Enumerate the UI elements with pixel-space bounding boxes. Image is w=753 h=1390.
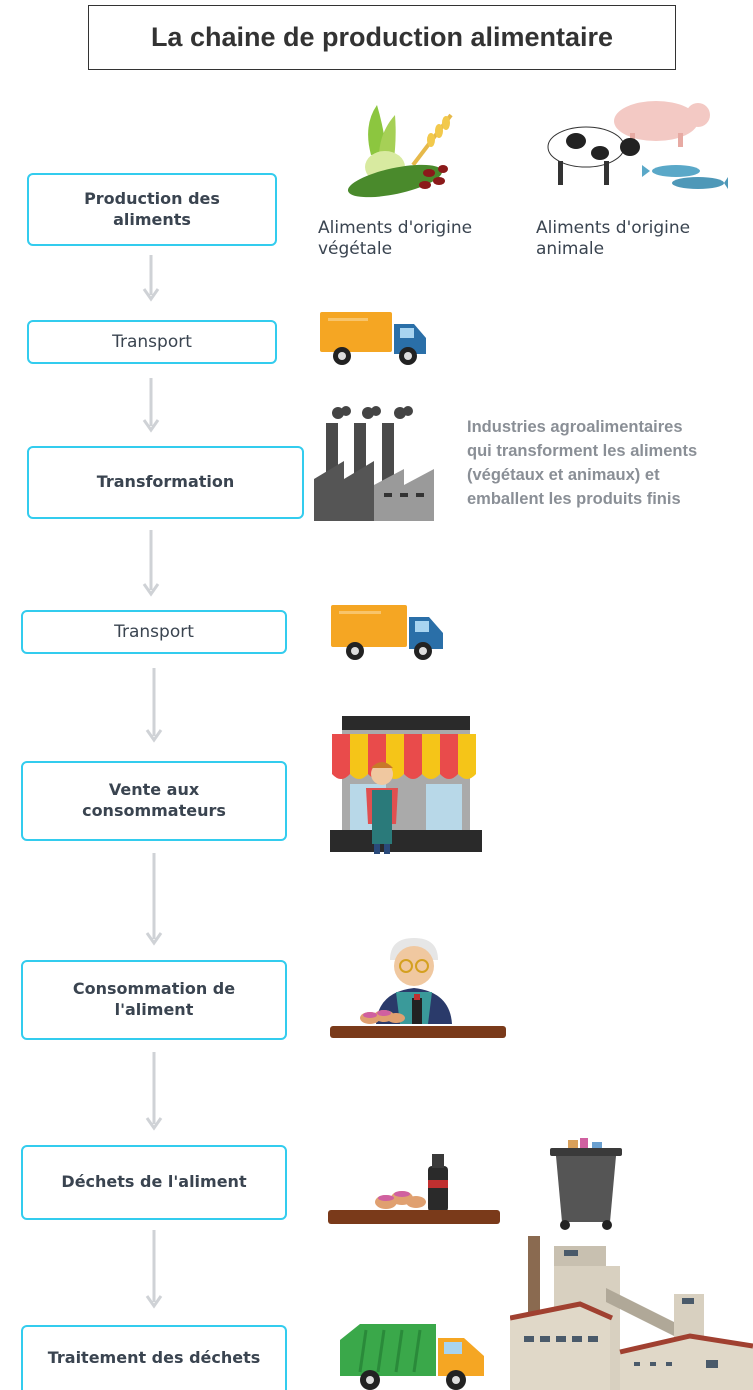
arrow-down-icon: [142, 255, 160, 302]
step-label: Consommation de l'aliment: [72, 979, 236, 1019]
vegetables-icon: [347, 105, 453, 198]
factory-icon: [314, 406, 434, 521]
truck-icon: [331, 605, 443, 660]
info-industries: Industries agroalimentaires qui transfor…: [467, 418, 698, 508]
caption-animal: Aliments d'origine animale: [536, 218, 691, 260]
consumer-icon: [330, 938, 506, 1038]
truck-icon: [320, 312, 426, 365]
step-label: Déchets de l'aliment: [61, 1172, 247, 1192]
trash-bin-icon: [550, 1138, 622, 1230]
step-production: Production des aliments: [27, 173, 277, 246]
page-title: La chaine de production alimentaire: [88, 5, 676, 70]
shop-icon: [330, 716, 482, 854]
arrow-down-icon: [145, 1052, 163, 1131]
step-consommation: Consommation de l'aliment: [21, 960, 287, 1040]
arrow-down-icon: [145, 1230, 163, 1309]
step-dechets: Déchets de l'aliment: [21, 1145, 287, 1220]
step-traitement: Traitement des déchets: [21, 1325, 287, 1390]
step-label: Transformation: [96, 472, 235, 492]
step-label: Transport: [114, 621, 194, 642]
arrow-down-icon: [142, 530, 160, 597]
step-label: Traitement des déchets: [47, 1348, 261, 1368]
animals-icon: [547, 101, 728, 189]
step-label: Transport: [112, 331, 192, 352]
arrow-down-icon: [145, 668, 163, 743]
treatment-plant-icon: [510, 1236, 753, 1390]
arrow-down-icon: [145, 853, 163, 946]
step-vente: Vente aux consommateurs: [21, 761, 287, 841]
step-label: Production des aliments: [84, 188, 220, 229]
arrow-down-icon: [142, 378, 160, 433]
leftovers-icon: [328, 1154, 500, 1224]
step-transport-1: Transport: [27, 320, 277, 364]
step-transport-2: Transport: [21, 610, 287, 654]
garbage-truck-icon: [340, 1324, 484, 1390]
caption-vegetal: Aliments d'origine végétale: [318, 218, 473, 260]
step-transformation: Transformation: [27, 446, 304, 519]
step-label: Vente aux consommateurs: [82, 780, 226, 820]
